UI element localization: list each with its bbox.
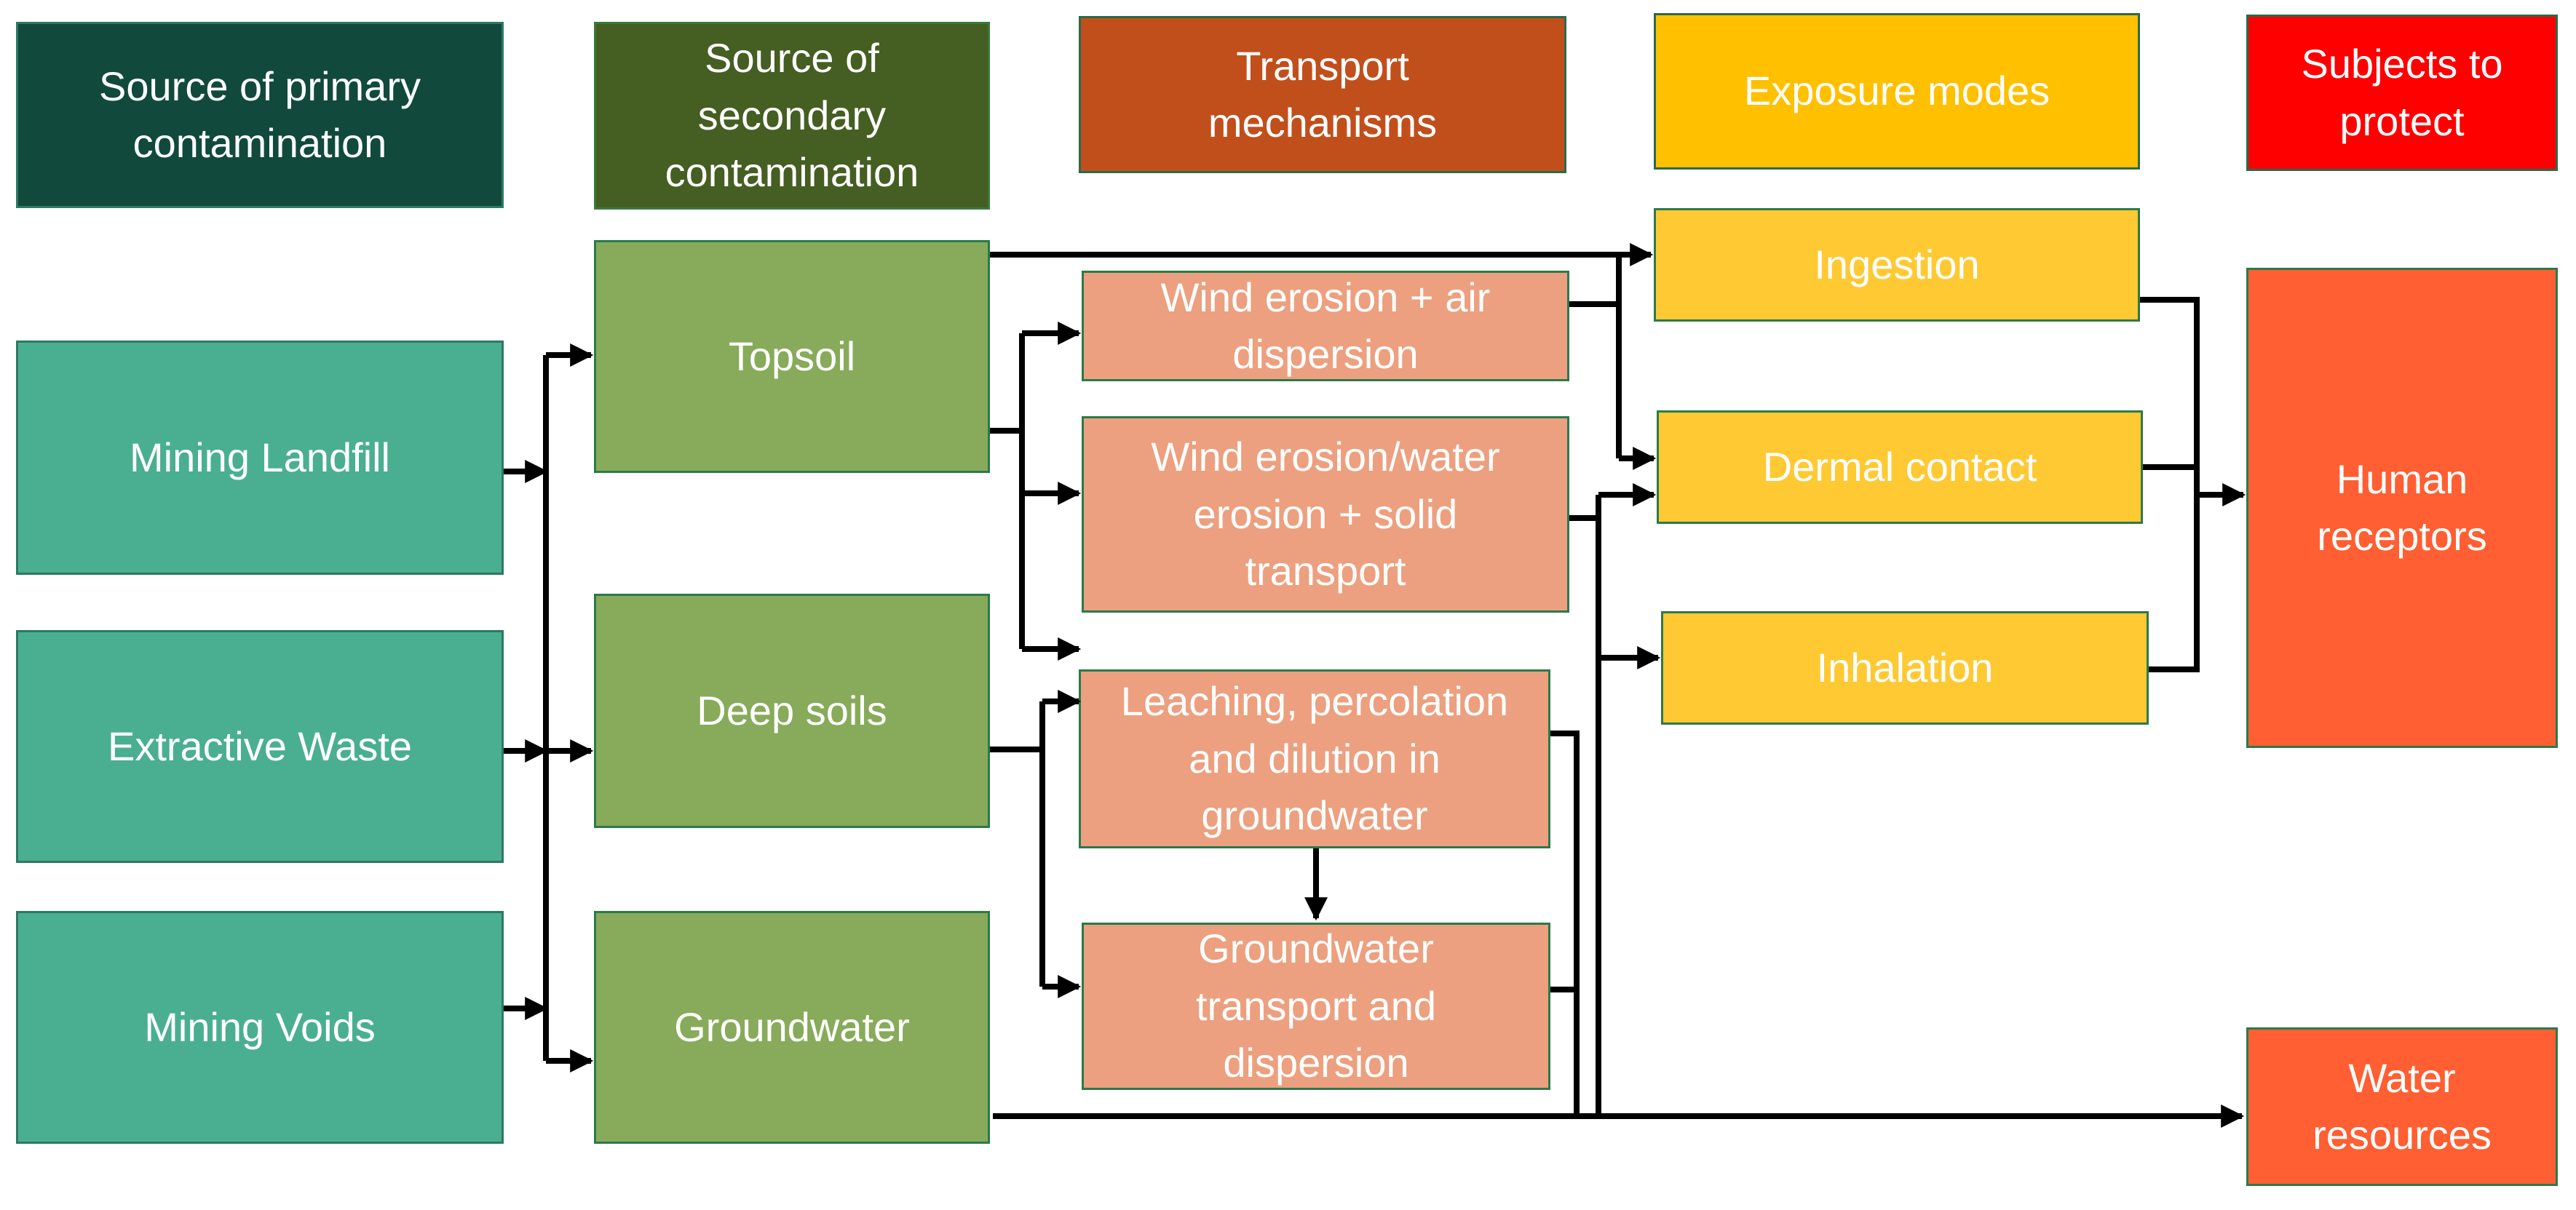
header-exposure-label: Exposure modes: [1743, 68, 2050, 114]
extractive-waste-label: Extractive Waste: [107, 723, 413, 769]
inhalation-box: Inhalation: [1661, 611, 2149, 725]
leaching-box: Leaching, percolation and dilution in gr…: [1079, 669, 1550, 848]
inhalation-label: Inhalation: [1816, 644, 1994, 690]
wind-erosion-air-label: Wind erosion + air dispersion: [1160, 274, 1491, 377]
dermal-contact-label: Dermal contact: [1762, 443, 2037, 490]
line-leaching-out: [1550, 731, 1580, 1116]
header-subjects-to-protect: Subjects to protect: [2246, 15, 2558, 171]
wind-water-erosion-label: Wind erosion/water erosion + solid trans…: [1151, 434, 1500, 594]
header-transport-label: Transport mechanisms: [1208, 42, 1438, 146]
groundwater-label: Groundwater: [674, 1003, 910, 1050]
groundwater-transport-box: Groundwater transport and dispersion: [1082, 923, 1550, 1090]
leaching-label: Leaching, percolation and dilution in gr…: [1120, 678, 1509, 839]
deep-soils-label: Deep soils: [697, 687, 887, 733]
ingestion-label: Ingestion: [1814, 241, 1980, 287]
water-resources-box: Water resources: [2246, 1027, 2558, 1186]
header-secondary-contamination: Source of secondary contamination: [594, 22, 990, 210]
deep-soils-box: Deep soils: [594, 594, 990, 828]
header-primary-label: Source of primary contamination: [99, 63, 421, 166]
ingestion-box: Ingestion: [1654, 208, 2140, 322]
human-receptors-box: Human receptors: [2246, 268, 2558, 748]
header-primary-contamination: Source of primary contamination: [16, 22, 504, 208]
mining-voids-box: Mining Voids: [16, 911, 504, 1144]
line-wind-air-out: [1569, 255, 1622, 307]
header-secondary-label: Source of secondary contamination: [665, 35, 919, 196]
header-transport-mechanisms: Transport mechanisms: [1079, 16, 1566, 173]
header-exposure-modes: Exposure modes: [1654, 13, 2140, 170]
wind-water-erosion-box: Wind erosion/water erosion + solid trans…: [1082, 416, 1569, 613]
extractive-waste-box: Extractive Waste: [16, 630, 504, 863]
groundwater-transport-label: Groundwater transport and dispersion: [1196, 926, 1436, 1086]
header-subjects-label: Subjects to protect: [2301, 41, 2503, 144]
human-receptors-label: Human receptors: [2317, 455, 2487, 559]
topsoil-label: Topsoil: [728, 333, 856, 379]
topsoil-box: Topsoil: [594, 240, 990, 473]
mining-voids-label: Mining Voids: [144, 1003, 376, 1050]
line-ingestion-out: [2140, 297, 2200, 672]
wind-erosion-air-box: Wind erosion + air dispersion: [1082, 271, 1569, 381]
water-resources-label: Water resources: [2313, 1054, 2492, 1158]
mining-landfill-label: Mining Landfill: [130, 434, 390, 480]
groundwater-box: Groundwater: [594, 911, 990, 1144]
dermal-contact-box: Dermal contact: [1657, 410, 2143, 524]
mining-landfill-box: Mining Landfill: [16, 341, 504, 575]
